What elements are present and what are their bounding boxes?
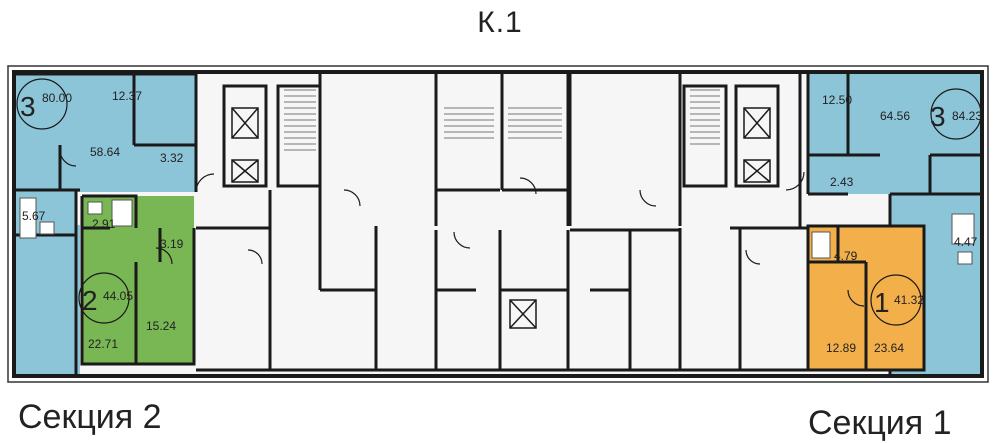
room-area: 15.24 [146, 319, 176, 333]
room-count: 1 [874, 287, 890, 318]
room-area: 2.91 [92, 217, 116, 231]
room-count-badge [870, 274, 922, 326]
apartment-total-area: 41.32 [894, 293, 924, 307]
room-area: 3.32 [160, 151, 184, 165]
stairs [284, 89, 720, 151]
common-area [194, 74, 808, 372]
apartment-total-area: 44.05 [103, 289, 133, 303]
apartment-left-3[interactable] [16, 72, 198, 374]
room-area: 58.64 [90, 145, 120, 159]
room-area: 4.47 [954, 235, 978, 249]
room-area: 12.50 [822, 93, 852, 107]
room-area: 3.19 [160, 237, 184, 251]
room-area: 23.64 [874, 341, 904, 355]
room-count: 2 [82, 285, 98, 316]
room-count-badge [930, 88, 982, 140]
room-count-badge [16, 78, 68, 130]
elevator-shafts [231, 107, 771, 329]
room-count-badge [78, 272, 130, 324]
room-area: 2.43 [830, 175, 854, 189]
room-area: 64.56 [880, 109, 910, 123]
room-area: 5.67 [22, 209, 46, 223]
section-1-label: Секция 1 [808, 404, 952, 442]
room-count: 3 [930, 101, 946, 132]
building-label: К.1 [477, 6, 523, 39]
apartment-left-2[interactable] [80, 194, 196, 366]
apartment-total-area: 80.00 [42, 91, 72, 105]
room-count: 3 [20, 91, 36, 122]
section-2-label: Секция 2 [18, 398, 162, 436]
apartment-right-1[interactable] [806, 224, 926, 372]
room-area: 12.37 [112, 89, 142, 103]
doors [59, 149, 865, 307]
room-area: 22.71 [88, 337, 118, 351]
room-area: 12.89 [826, 341, 856, 355]
room-area: 4.79 [834, 249, 858, 263]
apartment-total-area: 84.23 [952, 109, 982, 123]
